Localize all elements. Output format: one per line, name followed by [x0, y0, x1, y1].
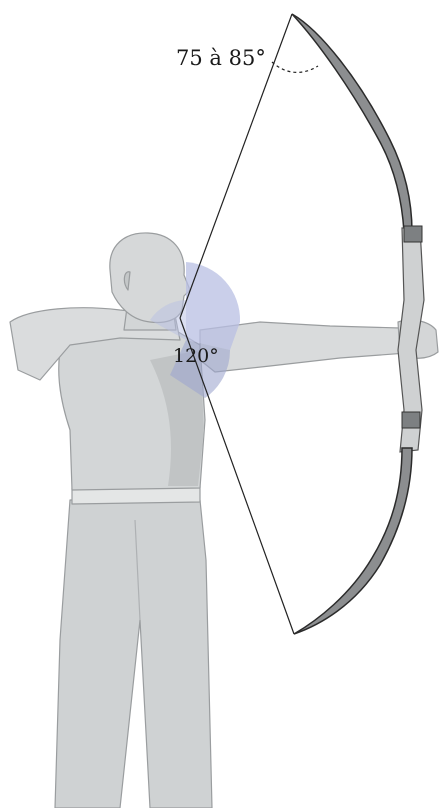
string-angle-label: 75 à 85°: [176, 46, 266, 70]
arm-angle-label: 120°: [173, 345, 219, 367]
angle-arc: [186, 262, 240, 350]
recurve-bow: [292, 14, 424, 634]
bow-limb-bolt-bottom: [402, 412, 420, 428]
string-angle-arc: [272, 62, 318, 72]
bow-upper-limb: [292, 14, 412, 232]
bow-lower-limb: [294, 448, 412, 634]
bow-limb-bolt-top: [404, 226, 422, 242]
archer-legs: [55, 500, 212, 808]
